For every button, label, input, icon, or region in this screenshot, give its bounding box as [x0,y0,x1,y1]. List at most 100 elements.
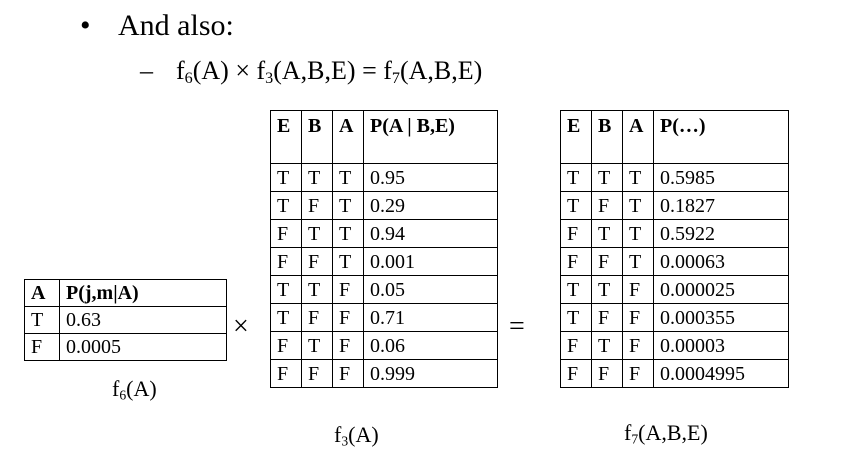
table-cell: T [270,191,302,220]
table-cell: F [301,247,333,276]
table-f7-header-a: A [622,110,654,164]
table-cell: 0.94 [363,219,498,248]
table-f3-header-e: E [270,110,302,164]
times-operator: × [233,311,249,342]
table-cell: T [591,219,623,248]
table-f6-header-a: A [24,279,60,307]
table-f3-header-b: B [301,110,333,164]
table-cell: 0.0005 [59,333,227,361]
table-cell: T [560,275,592,304]
table-cell: 0.29 [363,191,498,220]
table-cell: 0.00003 [653,331,789,360]
table-cell: F [560,359,592,388]
table-f6-header-p: P(j,m|A) [59,279,227,307]
table-cell: 0.00063 [653,247,789,276]
table-f7-header-e: E [560,110,592,164]
table-cell: 0.0004995 [653,359,789,388]
table-cell: 0.95 [363,163,498,192]
table-cell: F [24,333,60,361]
table-cell: 0.5922 [653,219,789,248]
table-cell: T [301,275,333,304]
table-cell: 0.001 [363,247,498,276]
table-cell: T [332,219,364,248]
table-cell: F [591,191,623,220]
sub-bullet-dash: – [140,56,153,85]
table-cell: F [591,359,623,388]
table-cell: T [270,275,302,304]
table-cell: T [622,163,654,192]
table-cell: T [270,303,302,332]
table-cell: F [560,219,592,248]
table-cell: F [270,359,302,388]
table-cell: F [622,331,654,360]
table-cell: 0.06 [363,331,498,360]
table-cell: 0.999 [363,359,498,388]
table-cell: 0.63 [59,306,227,334]
table-cell: F [270,219,302,248]
table-f7-header-b: B [591,110,623,164]
bullet-text: And also: [118,9,234,42]
table-cell: F [591,303,623,332]
table-cell: T [560,191,592,220]
table-cell: T [332,247,364,276]
bullet-marker: • [80,9,91,42]
table-cell: F [622,303,654,332]
table-cell: 0.5985 [653,163,789,192]
table-cell: T [332,191,364,220]
equals-operator: = [509,311,525,342]
table-cell: T [301,219,333,248]
table-cell: F [270,331,302,360]
caption-f7: f7(A,B,E) [624,420,708,447]
table-cell: F [591,247,623,276]
table-cell: F [332,359,364,388]
table-cell: T [332,163,364,192]
table-cell: T [301,163,333,192]
table-cell: F [622,275,654,304]
factor-equation: f6(A) × f3(A,B,E) = f7(A,B,E) [176,56,483,88]
table-cell: F [560,331,592,360]
caption-f3: f3(A) [334,422,379,449]
table-cell: F [301,191,333,220]
table-cell: T [301,331,333,360]
table-cell: T [24,306,60,334]
table-cell: 0.1827 [653,191,789,220]
table-cell: F [270,247,302,276]
caption-f6: f6(A) [112,376,157,403]
table-cell: F [301,359,333,388]
table-cell: 0.05 [363,275,498,304]
table-cell: F [332,275,364,304]
table-cell: T [560,303,592,332]
table-f7-header-p: P(…) [653,110,789,164]
table-cell: T [591,275,623,304]
table-f3-header-a: A [332,110,364,164]
table-cell: T [622,191,654,220]
table-cell: 0.000025 [653,275,789,304]
table-row: F 0.0005 [24,333,227,361]
table-f6: A P(j,m|A) T 0.63 F 0.0005 [24,279,227,361]
table-row: T 0.63 [24,306,227,334]
table-cell: T [270,163,302,192]
table-cell: T [622,247,654,276]
table-cell: F [622,359,654,388]
table-cell: F [332,303,364,332]
table-cell: T [591,331,623,360]
table-cell: F [332,331,364,360]
table-cell: T [591,163,623,192]
